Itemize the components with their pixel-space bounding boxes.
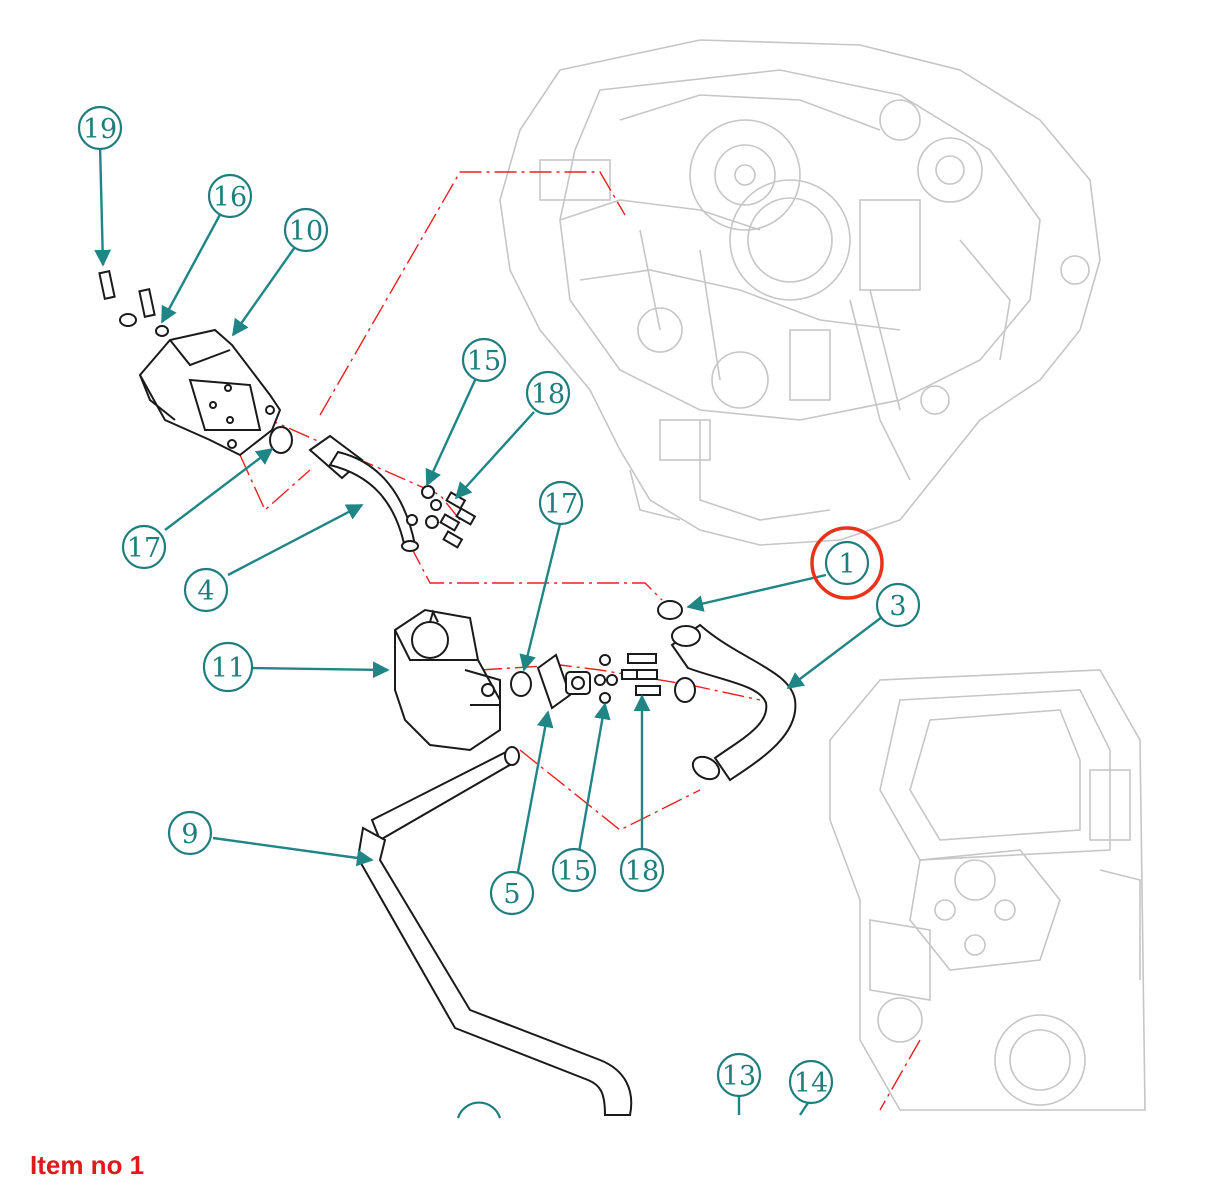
callout-1[interactable]: 1 bbox=[810, 526, 884, 600]
callout-1-highlight-ring bbox=[810, 526, 884, 600]
engine-background-drawing bbox=[499, 39, 1101, 546]
callout-3[interactable]: 3 bbox=[875, 582, 921, 628]
svg-text:13: 13 bbox=[722, 1061, 756, 1092]
o-ring-upper-part bbox=[269, 426, 293, 454]
callout-17-lower[interactable]: 17 bbox=[538, 480, 584, 526]
svg-text:1: 1 bbox=[838, 549, 855, 580]
assembly-centerlines bbox=[224, 171, 921, 1111]
svg-text:4: 4 bbox=[197, 576, 214, 607]
exploded-parts-diagram: 19 16 10 15 18 17 17 4 bbox=[77, 39, 1146, 1119]
callout-17-upper[interactable]: 17 bbox=[121, 524, 167, 570]
dowel-pin-part bbox=[98, 270, 169, 337]
svg-text:14: 14 bbox=[794, 1068, 828, 1099]
callout-5[interactable]: 5 bbox=[489, 870, 535, 916]
callout-15-upper[interactable]: 15 bbox=[461, 337, 507, 383]
svg-text:5: 5 bbox=[503, 879, 520, 910]
bolt-set-upper-part bbox=[406, 485, 477, 549]
callout-18-upper[interactable]: 18 bbox=[525, 370, 571, 416]
svg-text:16: 16 bbox=[213, 182, 247, 213]
callout-15-lower[interactable]: 15 bbox=[551, 847, 597, 893]
callout-leaders bbox=[94, 144, 883, 1116]
inlet-pipe-part bbox=[308, 434, 419, 552]
callout-10[interactable]: 10 bbox=[283, 207, 329, 253]
elbow-pipe-part bbox=[657, 600, 797, 782]
parts-line-art bbox=[98, 270, 797, 1116]
gearbox-housing-background bbox=[829, 669, 1146, 1111]
callout-9[interactable]: 9 bbox=[167, 810, 213, 856]
flange-adapter-part bbox=[536, 653, 591, 710]
svg-text:18: 18 bbox=[531, 379, 565, 410]
svg-text:17: 17 bbox=[127, 533, 161, 564]
callout-13[interactable]: 13 bbox=[716, 1052, 762, 1098]
callout-balloons: 19 16 10 15 18 17 17 4 bbox=[77, 105, 921, 1119]
svg-text:11: 11 bbox=[211, 653, 245, 684]
suction-hose-part bbox=[356, 746, 633, 1116]
cropped-callout-fragment bbox=[456, 1101, 502, 1119]
callout-14[interactable]: 14 bbox=[788, 1059, 834, 1105]
svg-text:10: 10 bbox=[289, 216, 323, 247]
o-ring-lower-part bbox=[510, 671, 532, 697]
callout-4[interactable]: 4 bbox=[183, 567, 229, 613]
callout-16[interactable]: 16 bbox=[207, 173, 253, 219]
svg-text:15: 15 bbox=[467, 346, 501, 377]
svg-text:17: 17 bbox=[544, 489, 578, 520]
callout-18-lower[interactable]: 18 bbox=[619, 847, 665, 893]
hydraulic-pump-part bbox=[394, 608, 501, 752]
callout-19[interactable]: 19 bbox=[77, 105, 123, 151]
bolt-set-lower-part bbox=[594, 653, 661, 704]
svg-text:3: 3 bbox=[889, 591, 906, 622]
item-caption: Item no 1 bbox=[30, 1150, 145, 1180]
svg-text:9: 9 bbox=[181, 819, 198, 850]
upper-pump-body-part bbox=[138, 328, 282, 457]
svg-text:19: 19 bbox=[83, 114, 117, 145]
callout-11[interactable]: 11 bbox=[202, 641, 254, 693]
svg-text:18: 18 bbox=[625, 856, 659, 887]
svg-text:15: 15 bbox=[557, 856, 591, 887]
